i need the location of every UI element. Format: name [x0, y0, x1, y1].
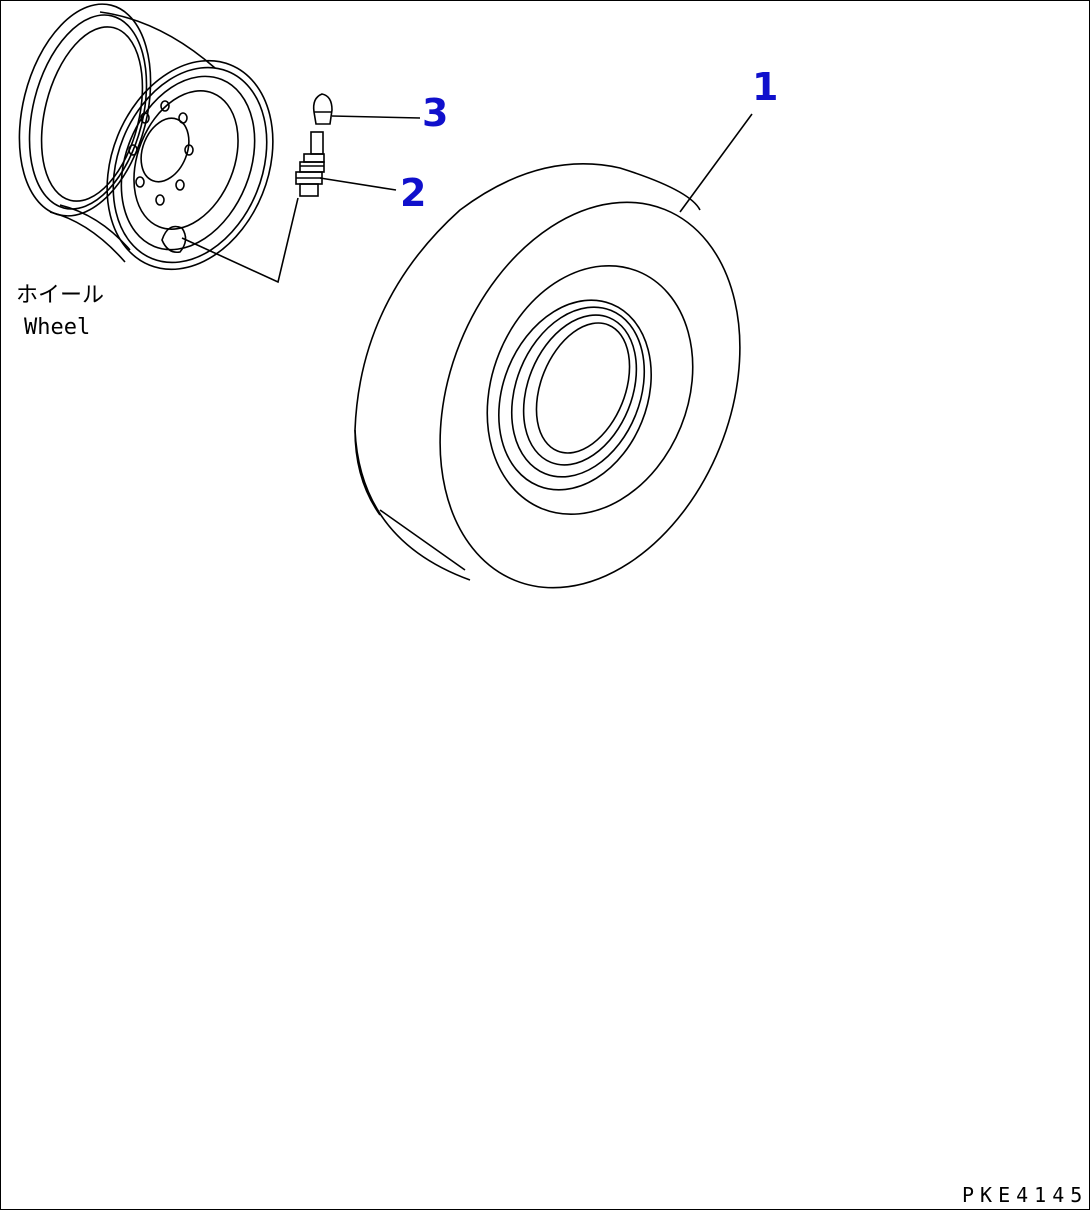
- valve-cap-part-3: [312, 93, 333, 125]
- wheel-label-en: Wheel: [24, 315, 90, 340]
- leader-line-2: [319, 177, 397, 191]
- leader-line-3: [331, 115, 421, 119]
- callout-1: 1: [752, 65, 778, 109]
- valve-assembly-line: [181, 197, 299, 284]
- wheel-label-jp: ホイール: [16, 283, 104, 308]
- callout-3: 3: [422, 91, 448, 135]
- valve-part-2: [295, 131, 325, 197]
- wheel-rim: [18, 3, 274, 271]
- leader-line-1: [679, 113, 753, 213]
- callout-2: 2: [400, 171, 426, 215]
- drawing-code: PKE4145: [962, 1183, 1088, 1207]
- tire-part-1: [354, 163, 741, 589]
